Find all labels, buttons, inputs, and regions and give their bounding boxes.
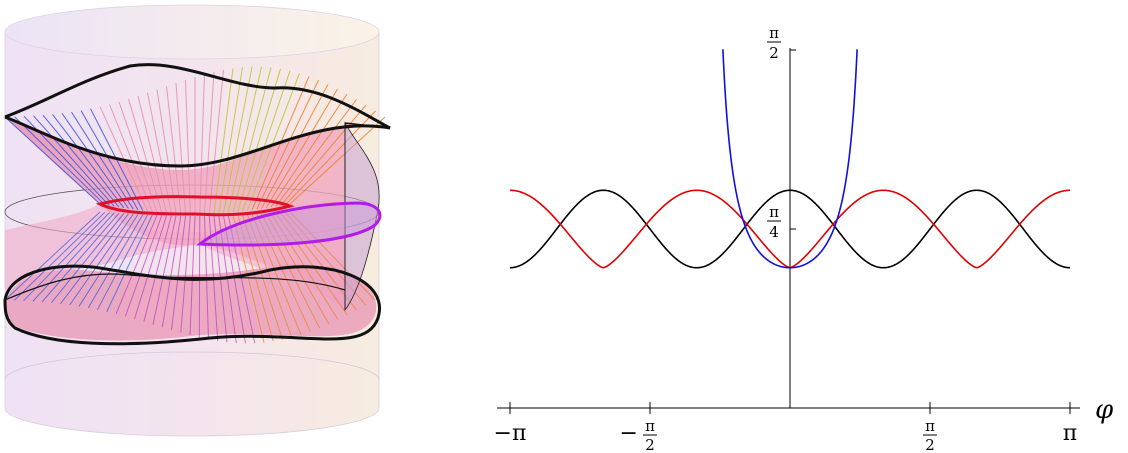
upper-front-curve	[4, 115, 391, 168]
lower-ruling-line	[78, 214, 139, 307]
svg-text:2: 2	[769, 44, 779, 62]
upper-ruling-line	[242, 70, 291, 212]
lower-ruling-line	[134, 215, 167, 320]
upper-ruling-line	[199, 74, 205, 215]
upper-ruling-line	[218, 67, 243, 214]
upper-boundary-curve	[4, 63, 391, 130]
upper-ruling-line	[208, 69, 224, 214]
x-axis-label: φ	[1095, 395, 1114, 425]
cylinder-diagram	[3, 4, 391, 437]
svg-text:π: π	[925, 417, 935, 435]
y-tick-label: π2	[767, 24, 781, 62]
upper-ruling-line	[166, 86, 182, 214]
lower-ruling-line	[41, 212, 120, 303]
upper-ruling-line	[227, 66, 262, 213]
upper-ruling-line	[204, 71, 215, 214]
lower-boundary-curve	[3, 264, 382, 346]
upper-ruling-line	[223, 66, 253, 213]
lower-ruling-line	[115, 215, 158, 315]
lower-ruling-line	[106, 214, 153, 313]
upper-ruling-line	[213, 68, 234, 214]
lower-back-curve	[4, 273, 346, 301]
lower-ruling-line	[13, 211, 106, 301]
upper-ruling-line	[137, 95, 167, 214]
lower-ruling-line	[60, 213, 129, 305]
right-edge-line	[344, 122, 391, 129]
lower-ruling-line	[50, 213, 125, 304]
surface-lower-sheet	[5, 264, 377, 341]
upper-ruling-line	[42, 114, 120, 208]
cylinder-bottom-cap	[4, 351, 380, 381]
surface-rulings	[4, 66, 386, 344]
upper-ruling-line	[80, 110, 139, 211]
lower-ruling-line	[4, 211, 101, 301]
upper-ruling-line	[270, 93, 348, 208]
series-line-black	[509, 189, 1071, 269]
upper-ruling-line	[71, 111, 134, 210]
upper-ruling-line	[175, 83, 186, 214]
upper-ruling-line	[232, 67, 272, 213]
plot-series	[509, 49, 1071, 269]
upper-ruling-line	[61, 113, 129, 209]
upper-ruling-line	[185, 79, 191, 215]
lower-ruling-line	[171, 215, 186, 330]
lower-ruling-line	[152, 215, 177, 325]
lower-ruling-line	[161, 215, 182, 328]
svg-text:π: π	[769, 24, 779, 42]
upper-ruling-line	[246, 73, 300, 211]
upper-ruling-line	[109, 104, 153, 212]
svg-text:−: −	[620, 421, 638, 446]
lower-ruling-line	[32, 212, 115, 302]
x-tick-label: π	[1063, 421, 1077, 446]
upper-ruling-line	[265, 88, 338, 209]
upper-ruling-line	[289, 116, 386, 205]
upper-ruling-line	[118, 101, 158, 213]
upper-ruling-line	[147, 92, 172, 214]
x-tick-label: −π	[494, 421, 527, 446]
svg-text:2: 2	[925, 436, 935, 453]
svg-text:2: 2	[645, 436, 655, 453]
upper-ruling-line	[280, 104, 367, 206]
lower-ruling-line	[69, 213, 134, 306]
red-throat-curve	[95, 195, 295, 217]
upper-ruling-line	[237, 68, 281, 212]
upper-ruling-line	[156, 89, 177, 214]
upper-ruling-line	[14, 116, 106, 206]
cylinder-top-cap	[4, 4, 380, 60]
upper-ruling-line	[128, 98, 163, 213]
upper-ruling-line	[4, 116, 101, 205]
upper-ruling-line	[275, 99, 357, 207]
y-tick-label: π4	[767, 203, 781, 241]
lower-ruling-line	[143, 215, 172, 322]
svg-text:4: 4	[769, 223, 779, 241]
svg-text:π: π	[645, 417, 655, 435]
series-line-blue	[722, 49, 858, 269]
lower-ruling-line	[23, 212, 110, 302]
lower-ruling-line	[198, 215, 201, 338]
upper-ruling-line	[52, 114, 125, 209]
lower-ruling-line	[97, 214, 148, 310]
x-tick-label: π2	[923, 417, 938, 453]
lower-ruling-line	[189, 215, 196, 336]
lower-ruling-line	[180, 215, 191, 333]
magenta-loop	[195, 201, 382, 247]
lower-ruling-line	[124, 215, 163, 317]
svg-text:π: π	[769, 203, 779, 221]
upper-ruling-line	[33, 115, 115, 207]
lower-ruling-line	[87, 214, 144, 309]
x-tick-label: −π2	[620, 417, 657, 453]
upper-ruling-line	[261, 84, 329, 209]
upper-ruling-line	[256, 79, 319, 210]
